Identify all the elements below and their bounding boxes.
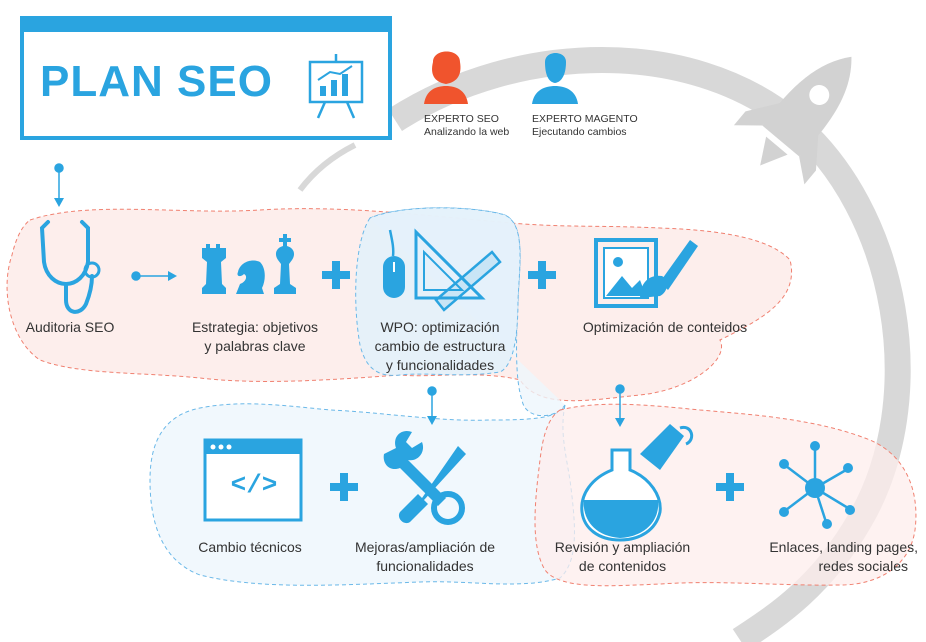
label-revision: Revisión y ampliación de contenidos bbox=[535, 538, 710, 576]
label-estrategia: Estrategia: objetivos y palabras clave bbox=[170, 318, 340, 356]
region-wpo bbox=[355, 207, 521, 376]
role-seo: EXPERTO SEO Analizando la web bbox=[424, 113, 509, 139]
label-optimizacion: Optimización de conteidos bbox=[582, 319, 748, 335]
label-wpo-line3: y funcionalidades bbox=[385, 357, 495, 373]
role-seo-task: Analizando la web bbox=[424, 126, 510, 138]
man-avatar-icon bbox=[532, 53, 578, 104]
chess-pieces-icon bbox=[202, 234, 296, 294]
orbit-arc-left bbox=[297, 142, 357, 192]
label-cambio: Cambio técnicos bbox=[198, 539, 302, 555]
plus-icon-3 bbox=[330, 473, 358, 501]
picture-brush-icon bbox=[594, 238, 698, 308]
entry-arrow bbox=[54, 163, 64, 207]
flow-arrow-2 bbox=[427, 386, 437, 425]
network-hub-icon bbox=[779, 441, 855, 529]
plus-icon-1 bbox=[322, 261, 350, 289]
label-enlaces-line1: Enlaces, landing pages, bbox=[769, 539, 918, 555]
code-glyph: </> bbox=[230, 470, 278, 500]
stethoscope-icon bbox=[39, 220, 101, 314]
plus-icon-4 bbox=[716, 473, 744, 501]
label-revision-line1: Revisión y ampliación bbox=[554, 539, 691, 555]
mouse-rulers-icon bbox=[383, 228, 502, 312]
plus-icon-2 bbox=[528, 261, 556, 289]
role-seo-name: EXPERTO SEO bbox=[424, 113, 499, 125]
label-revision-line2: de contenidos bbox=[578, 558, 667, 574]
label-wpo-line2: cambio de estructura bbox=[374, 338, 506, 354]
flow-arrow-1 bbox=[131, 271, 177, 281]
label-mejoras: Mejoras/ampliación de funcionalidades bbox=[335, 538, 515, 576]
label-enlaces-line2: redes sociales bbox=[818, 558, 909, 574]
presentation-chart-icon bbox=[308, 54, 364, 119]
role-magento-task: Ejecutando cambios bbox=[532, 126, 627, 138]
label-estrategia-line1: Estrategia: objetivos bbox=[191, 319, 319, 335]
label-estrategia-line2: y palabras clave bbox=[204, 338, 306, 354]
label-mejoras-line1: Mejoras/ampliación de bbox=[354, 539, 496, 555]
code-window-icon bbox=[203, 438, 303, 522]
role-magento: EXPERTO MAGENTO Ejecutando cambios bbox=[532, 113, 638, 139]
flow-arrow-3 bbox=[615, 384, 625, 427]
label-wpo: WPO: optimización cambio de estructura y… bbox=[355, 318, 525, 375]
label-auditoria: Auditoria SEO bbox=[25, 319, 115, 335]
label-wpo-line1: WPO: optimización bbox=[380, 319, 500, 335]
wrench-screwdriver-icon bbox=[383, 430, 466, 525]
page-title: PLAN SEO bbox=[40, 57, 273, 106]
flask-jug-icon bbox=[580, 424, 694, 542]
woman-avatar-icon bbox=[424, 51, 468, 104]
label-enlaces: Enlaces, landing pages, redes sociales bbox=[738, 538, 918, 576]
rocket-icon bbox=[733, 56, 852, 185]
label-mejoras-line2: funcionalidades bbox=[376, 558, 474, 574]
role-magento-name: EXPERTO MAGENTO bbox=[532, 113, 638, 125]
